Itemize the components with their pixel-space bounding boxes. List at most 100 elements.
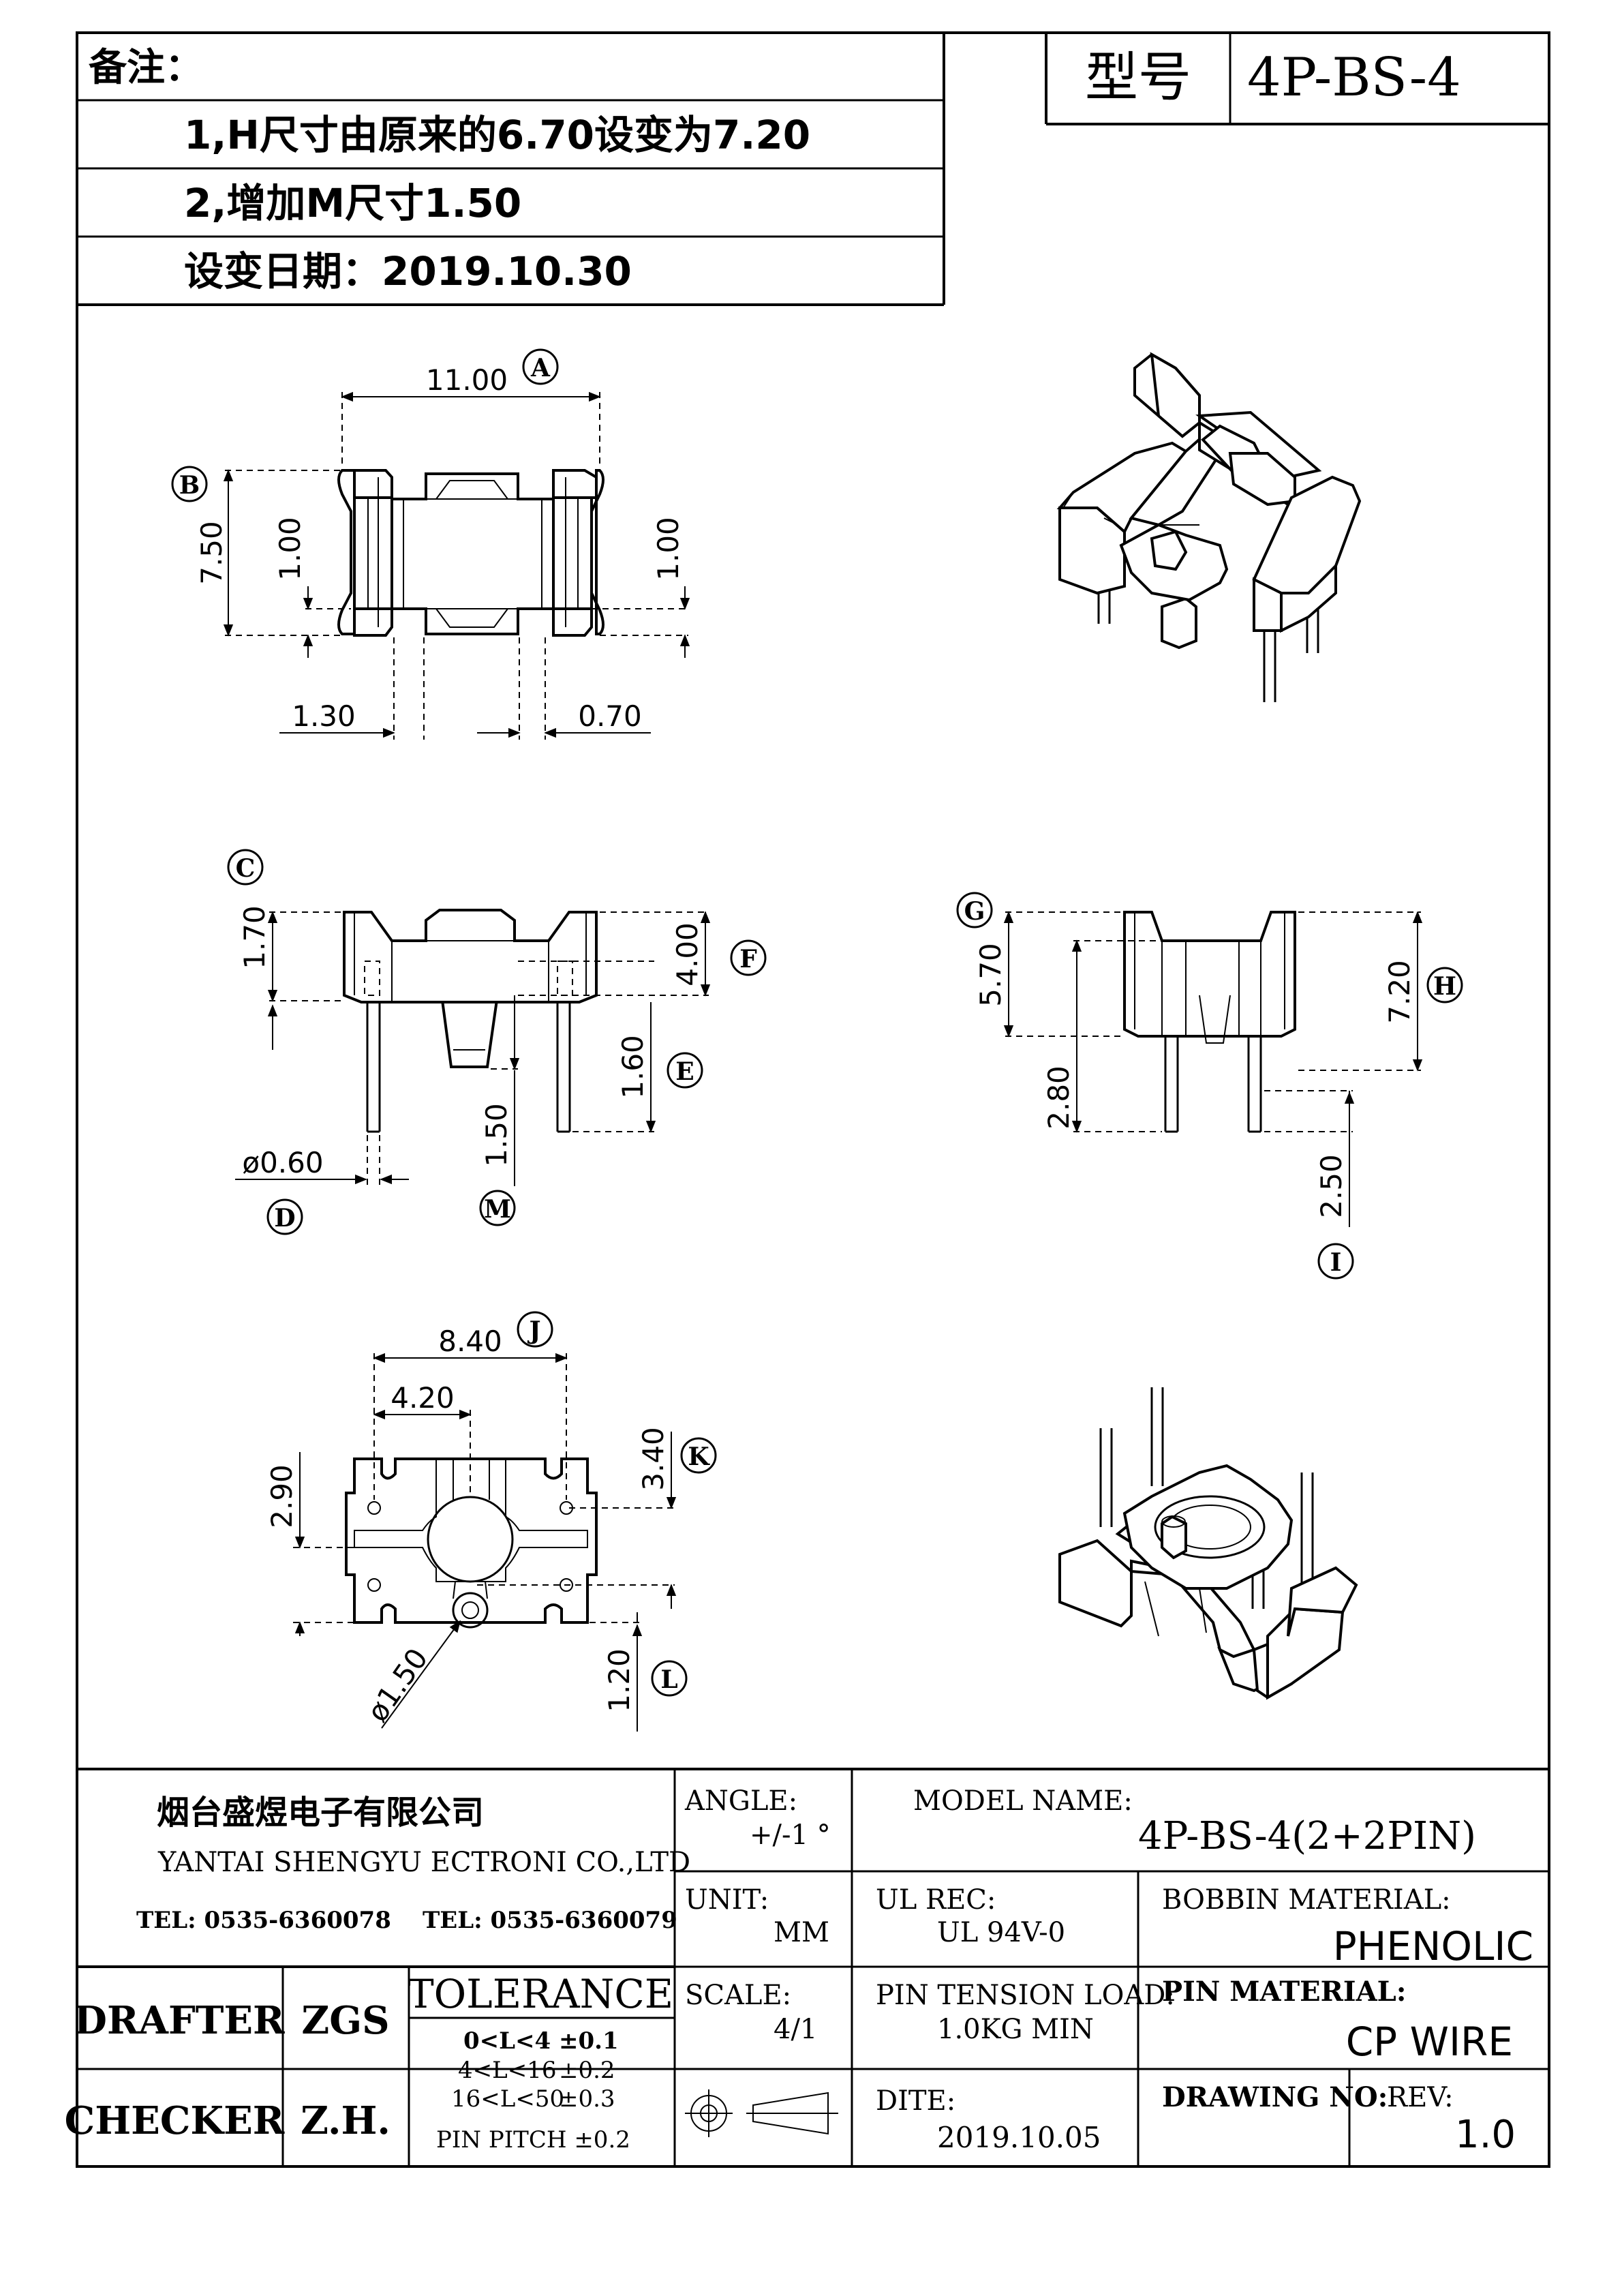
- dim-bottom-left: 1.30: [292, 699, 356, 733]
- callout-j-letter: J: [527, 1316, 540, 1345]
- model-value: 4P-BS-4: [1247, 47, 1461, 108]
- checker-label: CHECKER: [65, 2098, 285, 2143]
- dim-c-value: 1.70: [238, 905, 271, 969]
- date-value: 2019.10.05: [937, 2121, 1101, 2154]
- callout-f-letter: F: [739, 945, 757, 973]
- pin-material-label: PIN MATERIAL:: [1162, 1976, 1407, 2008]
- tol-1-range: 0<L<4: [463, 2027, 551, 2055]
- tel-2: TEL: 0535-6360079: [423, 1907, 677, 1934]
- scale-label: SCALE:: [685, 1980, 791, 2011]
- angle-label: ANGLE:: [684, 1785, 797, 1817]
- callout-i-letter: I: [1330, 1248, 1342, 1277]
- dim-b-inner-right: 1.00: [652, 517, 685, 581]
- tol-2-range: 4<L<16: [458, 2057, 556, 2084]
- callout-e-letter: E: [675, 1057, 694, 1086]
- dim-m-value: 1.50: [480, 1103, 513, 1167]
- dim-k-left: 2.90: [265, 1464, 299, 1528]
- dim-h-value: 7.20: [1383, 960, 1416, 1024]
- callout-i: [1317, 1243, 1354, 1280]
- dim-bottom-right: 0.70: [578, 699, 642, 733]
- dim-i-value: 2.50: [1315, 1154, 1348, 1218]
- dim-b-inner-left: 1.00: [273, 517, 307, 581]
- tol-2-value: ±0.2: [559, 2057, 615, 2084]
- callout-l-letter: L: [660, 1665, 677, 1694]
- title-block: 烟台盛煜电子有限公司 YANTAI SHENGYU ECTRONI CO.,LT…: [65, 1768, 1549, 2166]
- tol-3-value: ±0.3: [559, 2085, 615, 2113]
- tol-3-range: 16<L<50: [451, 2085, 564, 2113]
- tolerance-label: TOLERANCE: [408, 1971, 673, 2017]
- note-1: 1,H尺寸由原来的6.70设变为7.20: [184, 112, 810, 158]
- unit-label: UNIT:: [685, 1884, 769, 1916]
- dim-d-value: ø0.60: [242, 1146, 323, 1179]
- dim-g-value: 5.70: [974, 943, 1007, 1007]
- callout-j: [517, 1311, 553, 1348]
- dim-b-value: 7.50: [195, 521, 228, 585]
- dim-l-value: 1.20: [602, 1648, 636, 1712]
- callout-c-letter: C: [236, 854, 256, 883]
- callout-h-letter: H: [1433, 972, 1456, 1001]
- model-name-label: MODEL NAME:: [913, 1785, 1133, 1817]
- projection-symbol: [685, 2089, 838, 2137]
- front-view: 1.70 C 4.00 F 1.60 E 1.50 M ø0.60 D: [227, 849, 767, 1235]
- sheet-border: [76, 31, 1550, 2168]
- tol-pin: PIN PITCH ±0.2: [436, 2126, 630, 2154]
- callout-k-letter: K: [688, 1442, 710, 1471]
- callout-d: [266, 1198, 303, 1235]
- tel-1: TEL: 0535-6360078: [136, 1907, 391, 1934]
- dim-hole: ø1.50: [361, 1642, 435, 1728]
- ul-label: UL REC:: [876, 1884, 996, 1916]
- drawing-no-label: DRAWING NO:: [1162, 2081, 1388, 2113]
- dim-f-value: 4.00: [671, 922, 704, 986]
- callout-g: [956, 892, 993, 928]
- rev-label: REV:: [1387, 2082, 1454, 2113]
- callout-m-letter: M: [484, 1195, 511, 1224]
- iso-view-bottom: [1058, 1387, 1358, 1700]
- callout-d-letter: D: [274, 1204, 295, 1233]
- unit-value: MM: [774, 1917, 829, 1948]
- scale-value: 4/1: [774, 2014, 817, 2045]
- checker-value: Z.H.: [301, 2098, 391, 2143]
- iso-view-top: [1056, 352, 1362, 702]
- model-label: 型号: [1085, 47, 1191, 108]
- pin-material-value: CP WIRE: [1346, 2019, 1513, 2065]
- drafter-label: DRAFTER: [74, 1998, 285, 2043]
- notes-label: 备注：: [89, 46, 203, 90]
- dim-e-value: 1.60: [616, 1035, 649, 1099]
- callout-b-letter: B: [179, 471, 200, 500]
- model-box: 型号 4P-BS-4: [1045, 33, 1549, 125]
- callout-a: [522, 348, 559, 385]
- callout-m: [479, 1190, 516, 1226]
- callout-l: [651, 1660, 688, 1697]
- pin-tension-label: PIN TENSION LOAD:: [876, 1980, 1175, 2011]
- top-view: 11.00 A 7.50 B 1.00 1.00 1.30 0.70: [171, 348, 690, 740]
- bobbin-label: BOBBIN MATERIAL:: [1162, 1884, 1451, 1916]
- ul-value: UL 94V-0: [937, 1917, 1065, 1948]
- bottom-view: 8.40 J 4.20 3.40 K 2.90 1.20 L ø1.50: [265, 1311, 717, 1732]
- notes-box: 备注： 1,H尺寸由原来的6.70设变为7.20 2,增加M尺寸1.50 设变日…: [77, 33, 945, 306]
- callout-e: [667, 1052, 703, 1089]
- side-view: 5.70 G 2.80 7.20 H 2.50 I: [956, 892, 1463, 1280]
- model-name-value: 4P-BS-4(2+2PIN): [1138, 1814, 1476, 1858]
- company-cn: 烟台盛煜电子有限公司: [157, 1794, 484, 1832]
- drafter-value: ZGS: [301, 1998, 389, 2043]
- date-label: DITE:: [876, 2085, 955, 2117]
- angle-value: +/-1 °: [750, 1819, 831, 1851]
- company-en: YANTAI SHENGYU ECTRONI CO.,LTD: [157, 1847, 690, 1878]
- note-2: 2,增加M尺寸1.50: [184, 180, 521, 226]
- callout-b: [171, 466, 208, 502]
- dim-k-value: 3.40: [637, 1427, 670, 1491]
- callout-h: [1426, 967, 1463, 1003]
- pin-tension-value: 1.0KG MIN: [937, 2014, 1094, 2045]
- callout-k: [680, 1437, 717, 1474]
- rev-value: 1.0: [1455, 2113, 1516, 2157]
- callout-f: [730, 939, 767, 976]
- callout-c: [227, 849, 264, 886]
- callout-g-letter: G: [964, 897, 985, 926]
- note-3: 设变日期：2019.10.30: [184, 248, 632, 294]
- dim-j-value: 8.40: [438, 1325, 502, 1358]
- dim-j-inner: 4.20: [391, 1381, 455, 1415]
- bobbin-value: PHENOLIC: [1333, 1923, 1533, 1969]
- callout-a-letter: A: [530, 354, 551, 382]
- tol-1-value: ±0.1: [559, 2027, 619, 2055]
